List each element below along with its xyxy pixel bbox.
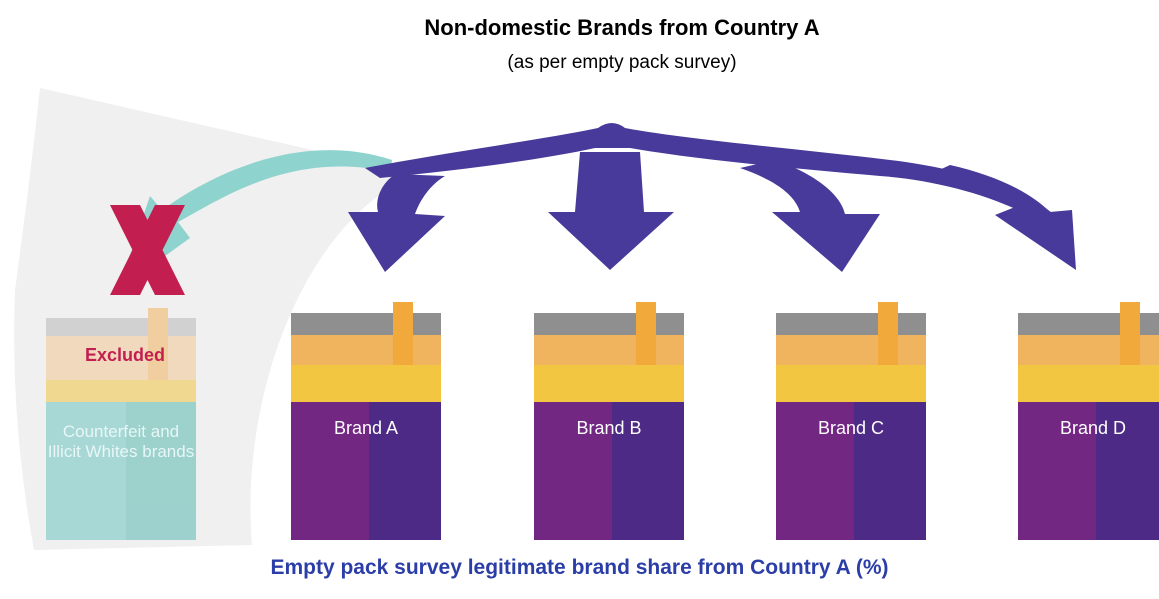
- arrow-trunk: [365, 123, 1060, 226]
- brand-pack-c: [776, 302, 926, 540]
- arrow-brand-d: [935, 165, 1076, 270]
- brand-d-label: Brand D: [1059, 418, 1127, 438]
- excluded-pack: [46, 308, 196, 540]
- brand-pack-b: [534, 302, 684, 540]
- arrow-brand-a: [348, 174, 445, 272]
- excluded-label: Excluded: [84, 345, 166, 365]
- arrow-brand-c: [740, 160, 880, 272]
- footer-caption: Empty pack survey legitimate brand share…: [270, 556, 889, 579]
- brand-c-label: Brand C: [817, 418, 885, 438]
- brand-pack-a: [291, 302, 441, 540]
- brand-b-label: Brand B: [576, 418, 642, 438]
- brand-pack-d: [1018, 302, 1159, 540]
- arrow-brand-b: [548, 152, 674, 270]
- page-title: Non-domestic Brands from Country A: [424, 15, 820, 40]
- counterfeit-label: Counterfeit and Illicit Whites brands: [47, 422, 195, 461]
- excluded-cross-icon: [110, 205, 185, 295]
- brand-a-label: Brand A: [333, 418, 399, 438]
- page-subtitle: (as per empty pack survey): [507, 52, 737, 73]
